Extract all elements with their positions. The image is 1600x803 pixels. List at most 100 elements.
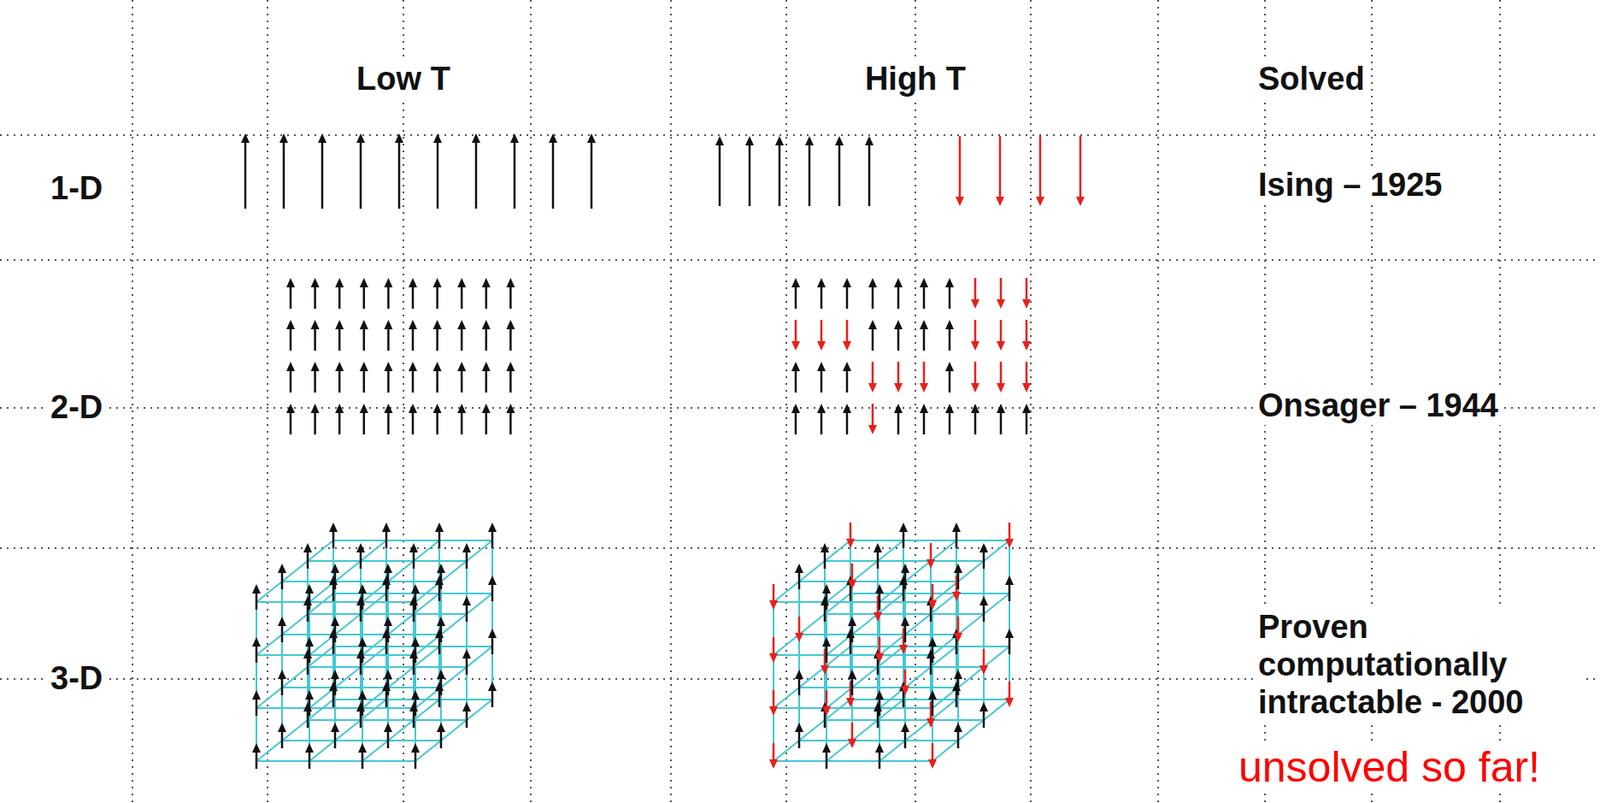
spin-head	[305, 583, 314, 594]
lattice-bond	[905, 719, 931, 741]
spin-head	[358, 583, 367, 594]
spin-shaft	[948, 325, 952, 351]
spin-head	[482, 277, 491, 288]
spin-head	[1005, 697, 1014, 707]
lattice-bond	[799, 739, 853, 742]
spin-shaft	[923, 409, 926, 435]
spin-shaft	[718, 141, 722, 206]
lattice-bond	[983, 540, 1010, 561]
spin-shaft	[794, 367, 798, 393]
spin-shaft	[411, 325, 415, 351]
spin-head	[769, 652, 778, 663]
spin-head	[847, 738, 857, 748]
spin-head	[842, 277, 852, 288]
spin-head	[358, 742, 367, 753]
lattice-bond	[439, 539, 493, 542]
spin-head	[1076, 196, 1085, 206]
lattice-bond	[282, 560, 308, 582]
spin-head	[970, 341, 980, 351]
spin-head	[835, 135, 844, 146]
spin-shaft	[923, 325, 926, 351]
lattice-bond	[307, 646, 334, 667]
spin-head	[330, 616, 340, 626]
spin-head	[926, 648, 936, 659]
lattice-bond	[335, 560, 361, 582]
lattice-bond	[905, 560, 931, 582]
lattice-bond	[466, 540, 493, 561]
spin-head	[359, 277, 369, 288]
spin-shaft	[387, 283, 390, 309]
spin-head	[1005, 575, 1014, 585]
lattice-bond	[307, 699, 334, 720]
spin-head	[945, 277, 954, 288]
spin-head	[945, 319, 954, 330]
spin-shaft	[338, 283, 342, 309]
lattice-bond	[256, 740, 283, 761]
lattice-bond	[958, 666, 984, 688]
spin-shaft	[552, 139, 555, 209]
spin-head	[411, 742, 420, 753]
spin-head	[409, 595, 418, 606]
lattice-bond	[360, 593, 387, 614]
spin-head	[462, 648, 471, 659]
spin-shaft	[897, 361, 900, 387]
lattice-bond	[983, 699, 1010, 720]
spin-head	[955, 196, 965, 206]
spin-head	[311, 361, 320, 371]
spin-shaft	[1079, 135, 1083, 200]
spin-head	[945, 403, 954, 413]
spin-head	[286, 319, 295, 330]
spin-shaft	[1000, 277, 1003, 303]
spin-shaft	[363, 409, 366, 435]
spin-head	[358, 636, 367, 647]
spin-head	[433, 361, 442, 371]
spin-head	[791, 341, 800, 351]
lattice-bond	[413, 699, 440, 720]
spin-head	[894, 403, 903, 413]
spin-head	[587, 133, 596, 143]
spin-head	[769, 705, 778, 716]
spin-head	[794, 563, 804, 573]
lattice-bond	[386, 539, 440, 542]
spin-shaft	[398, 139, 401, 209]
row-label: 3-D	[47, 659, 106, 698]
lattice-bond	[852, 666, 878, 688]
spin-head	[311, 403, 320, 413]
lattice-bond	[930, 646, 957, 667]
spin-head	[970, 299, 980, 309]
spin-head	[329, 522, 338, 532]
status-note: unsolved so far!	[1235, 742, 1544, 793]
spin-shaft	[485, 367, 489, 393]
spin-shaft	[321, 139, 324, 209]
lattice-bond	[852, 719, 878, 741]
lattice-bond	[439, 645, 493, 648]
lattice-bond	[983, 593, 1010, 614]
spin-shaft	[794, 319, 798, 345]
spin-head	[482, 361, 491, 371]
lattice-bond	[439, 592, 493, 595]
spin-shaft	[436, 139, 440, 209]
lattice-bond	[413, 593, 440, 614]
spin-head	[953, 563, 963, 573]
spin-head	[356, 648, 365, 659]
spin-head	[817, 341, 826, 351]
lattice-bond	[466, 646, 493, 667]
spin-shaft	[435, 409, 439, 435]
spin-head	[335, 361, 344, 371]
spin-shaft	[435, 283, 439, 309]
spin-head	[241, 133, 250, 143]
spin-head	[979, 542, 989, 553]
lattice-bond	[307, 718, 361, 721]
column-header: Low T	[352, 60, 454, 99]
spin-head	[919, 319, 929, 330]
lattice-bond	[256, 687, 283, 708]
spin-head	[462, 701, 471, 712]
spin-head	[926, 558, 936, 569]
spin-head	[868, 382, 877, 393]
spin-head	[817, 361, 826, 371]
lattice-bond	[852, 739, 906, 742]
spin-head	[305, 636, 314, 647]
spin-head	[383, 319, 393, 330]
spin-shaft	[794, 409, 798, 435]
